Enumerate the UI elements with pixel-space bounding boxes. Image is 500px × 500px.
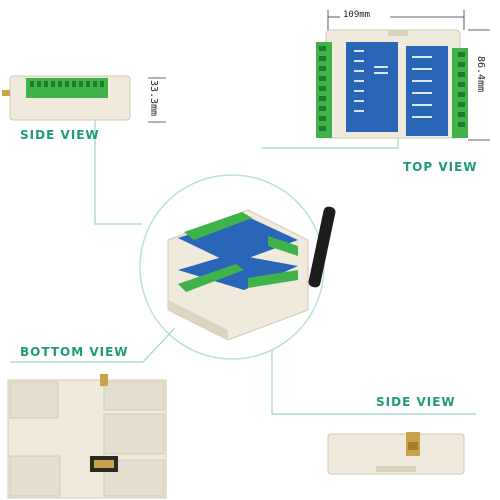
leader-side-view-1 xyxy=(94,112,142,225)
bottom-view-image xyxy=(7,374,167,499)
center-circle xyxy=(139,174,325,360)
side-height-dimension: 33.3mm xyxy=(148,80,159,117)
width-dimension: 109mm xyxy=(343,10,371,20)
side-view-2-image xyxy=(327,432,465,475)
top-view-image xyxy=(316,29,468,139)
side-view-label-2: SIDE VIEW xyxy=(376,395,456,409)
top-view-label: TOP VIEW xyxy=(403,160,478,174)
leader-bottom-view xyxy=(10,327,176,363)
leader-top-view xyxy=(262,138,399,149)
bottom-view-label: BOTTOM VIEW xyxy=(20,345,129,359)
height-dimension: 86.4mm xyxy=(475,56,486,93)
leader-side-view-2 xyxy=(271,350,476,415)
side-view-1-image xyxy=(2,75,131,121)
center-device-image xyxy=(167,206,336,340)
side-view-label-1: SIDE VIEW xyxy=(20,128,100,142)
